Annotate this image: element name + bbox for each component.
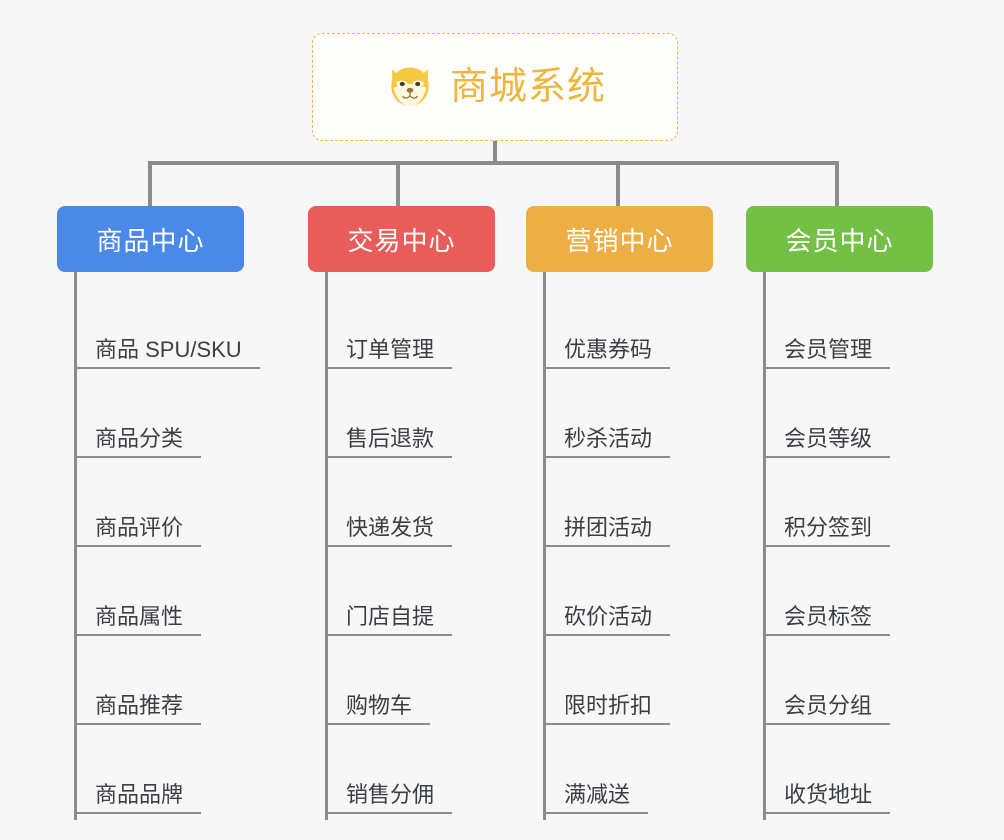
list-item[interactable]: 商品推荐 bbox=[57, 642, 244, 731]
list-item[interactable]: 砍价活动 bbox=[526, 553, 713, 642]
branch-header-label: 营销中心 bbox=[565, 225, 674, 256]
leaf-label: 售后退款 bbox=[324, 426, 453, 459]
list-item[interactable]: 购物车 bbox=[308, 642, 495, 731]
leaf-label: 会员管理 bbox=[762, 337, 891, 370]
branch-column-3: 营销中心 优惠券码 秒杀活动 拼团活动 砍价活动 限时折扣 满减送 bbox=[526, 206, 713, 820]
leaf-label: 商品评价 bbox=[73, 515, 202, 548]
leaf-label: 会员标签 bbox=[762, 604, 891, 637]
list-item[interactable]: 商品品牌 bbox=[57, 731, 244, 820]
list-item[interactable]: 满减送 bbox=[526, 731, 713, 820]
connector-root-stem bbox=[493, 141, 497, 164]
list-item[interactable]: 拼团活动 bbox=[526, 464, 713, 553]
branch-column-1: 商品中心 商品 SPU/SKU 商品分类 商品评价 商品属性 商品推荐 商品品牌 bbox=[57, 206, 260, 820]
list-item[interactable]: 会员分组 bbox=[746, 642, 933, 731]
leaf-label: 商品品牌 bbox=[73, 782, 202, 815]
list-item[interactable]: 商品属性 bbox=[57, 553, 244, 642]
leaf-label: 积分签到 bbox=[762, 515, 891, 548]
leaf-label: 快递发货 bbox=[324, 515, 453, 548]
list-item[interactable]: 商品分类 bbox=[57, 375, 244, 464]
branch-column-4: 会员中心 会员管理 会员等级 积分签到 会员标签 会员分组 收货地址 bbox=[746, 206, 933, 820]
leaf-label: 收货地址 bbox=[762, 782, 891, 815]
list-item[interactable]: 会员管理 bbox=[746, 286, 933, 375]
list-item[interactable]: 收货地址 bbox=[746, 731, 933, 820]
list-item[interactable]: 订单管理 bbox=[308, 286, 495, 375]
leaf-label: 满减送 bbox=[542, 782, 649, 815]
list-item[interactable]: 门店自提 bbox=[308, 553, 495, 642]
leaf-label: 砍价活动 bbox=[542, 604, 671, 637]
connector-drop-4 bbox=[835, 161, 839, 206]
connector-horizontal-bus bbox=[149, 161, 837, 165]
list-item[interactable]: 限时折扣 bbox=[526, 642, 713, 731]
connector-drop-3 bbox=[616, 161, 620, 206]
list-item[interactable]: 商品评价 bbox=[57, 464, 244, 553]
branch-children-4: 会员管理 会员等级 积分签到 会员标签 会员分组 收货地址 bbox=[746, 272, 933, 820]
leaf-label: 商品推荐 bbox=[73, 693, 202, 726]
branch-header-2[interactable]: 交易中心 bbox=[308, 206, 495, 272]
leaf-label: 优惠券码 bbox=[542, 337, 671, 370]
connector-drop-2 bbox=[396, 161, 400, 206]
branch-header-4[interactable]: 会员中心 bbox=[746, 206, 933, 272]
list-item[interactable]: 秒杀活动 bbox=[526, 375, 713, 464]
branch-header-1[interactable]: 商品中心 bbox=[57, 206, 244, 272]
branch-header-label: 交易中心 bbox=[347, 225, 456, 256]
branch-children-2: 订单管理 售后退款 快递发货 门店自提 购物车 销售分佣 bbox=[308, 272, 495, 820]
dog-face-icon bbox=[391, 67, 429, 106]
connector-drop-1 bbox=[148, 161, 152, 206]
list-item[interactable]: 快递发货 bbox=[308, 464, 495, 553]
root-node[interactable]: 商城系统 bbox=[312, 33, 678, 141]
branch-header-label: 会员中心 bbox=[785, 225, 894, 256]
list-item[interactable]: 会员等级 bbox=[746, 375, 933, 464]
list-item[interactable]: 会员标签 bbox=[746, 553, 933, 642]
root-title: 商城系统 bbox=[449, 66, 606, 108]
leaf-label: 商品分类 bbox=[73, 426, 202, 459]
branch-header-3[interactable]: 营销中心 bbox=[526, 206, 713, 272]
list-item[interactable]: 积分签到 bbox=[746, 464, 933, 553]
leaf-label: 门店自提 bbox=[324, 604, 453, 637]
branch-header-label: 商品中心 bbox=[96, 225, 205, 256]
branch-children-1: 商品 SPU/SKU 商品分类 商品评价 商品属性 商品推荐 商品品牌 bbox=[57, 272, 260, 820]
branch-column-2: 交易中心 订单管理 售后退款 快递发货 门店自提 购物车 销售分佣 bbox=[308, 206, 495, 820]
leaf-label: 秒杀活动 bbox=[542, 426, 671, 459]
leaf-label: 会员等级 bbox=[762, 426, 891, 459]
leaf-label: 订单管理 bbox=[324, 337, 453, 370]
leaf-label: 商品 SPU/SKU bbox=[74, 337, 260, 370]
leaf-label: 限时折扣 bbox=[542, 693, 671, 726]
leaf-label: 拼团活动 bbox=[542, 515, 671, 548]
list-item[interactable]: 销售分佣 bbox=[308, 731, 495, 820]
leaf-label: 销售分佣 bbox=[324, 782, 453, 815]
list-item[interactable]: 商品 SPU/SKU bbox=[57, 286, 260, 375]
leaf-label: 商品属性 bbox=[73, 604, 202, 637]
leaf-label: 会员分组 bbox=[762, 693, 891, 726]
leaf-label: 购物车 bbox=[324, 693, 431, 726]
list-item[interactable]: 优惠券码 bbox=[526, 286, 713, 375]
list-item[interactable]: 售后退款 bbox=[308, 375, 495, 464]
branch-children-3: 优惠券码 秒杀活动 拼团活动 砍价活动 限时折扣 满减送 bbox=[526, 272, 713, 820]
